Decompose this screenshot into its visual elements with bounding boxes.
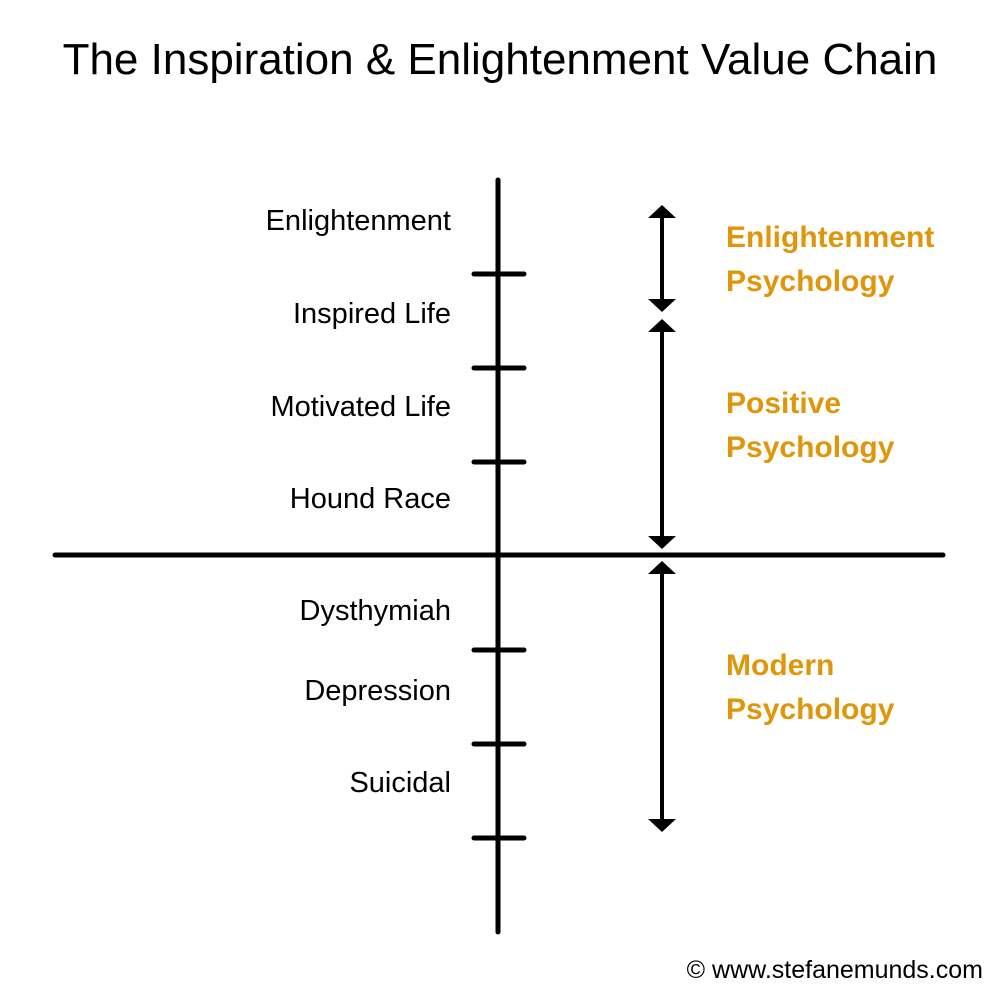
- diagram-title: The Inspiration & Enlightenment Value Ch…: [62, 35, 938, 84]
- zone-label-line: Enlightenment: [726, 221, 935, 254]
- zone-label-line: Psychology: [726, 265, 895, 298]
- copyright-credit: © www.stefanemunds.com: [686, 956, 983, 984]
- zone-label-line: Psychology: [726, 431, 895, 464]
- zone-label-enlightenment: Enlightenment Psychology: [726, 216, 934, 304]
- zone-label-positive: Positive Psychology: [726, 382, 894, 470]
- positive-range-arrow: [648, 319, 676, 549]
- level-label: Inspired Life: [293, 298, 451, 330]
- zone-label-line: Positive: [726, 387, 842, 420]
- enlightenment-range-arrow: [648, 205, 676, 312]
- level-label: Hound Race: [289, 483, 451, 515]
- level-label: Enlightenment: [265, 205, 451, 237]
- zone-label-modern: Modern Psychology: [726, 644, 894, 732]
- zone-label-line: Modern: [726, 649, 835, 682]
- level-label: Motivated Life: [270, 391, 451, 423]
- level-label: Depression: [304, 675, 451, 707]
- modern-range-arrow: [648, 561, 676, 832]
- level-label: Dysthymiah: [299, 595, 452, 627]
- zone-label-line: Psychology: [726, 693, 895, 726]
- level-label: Suicidal: [349, 767, 451, 799]
